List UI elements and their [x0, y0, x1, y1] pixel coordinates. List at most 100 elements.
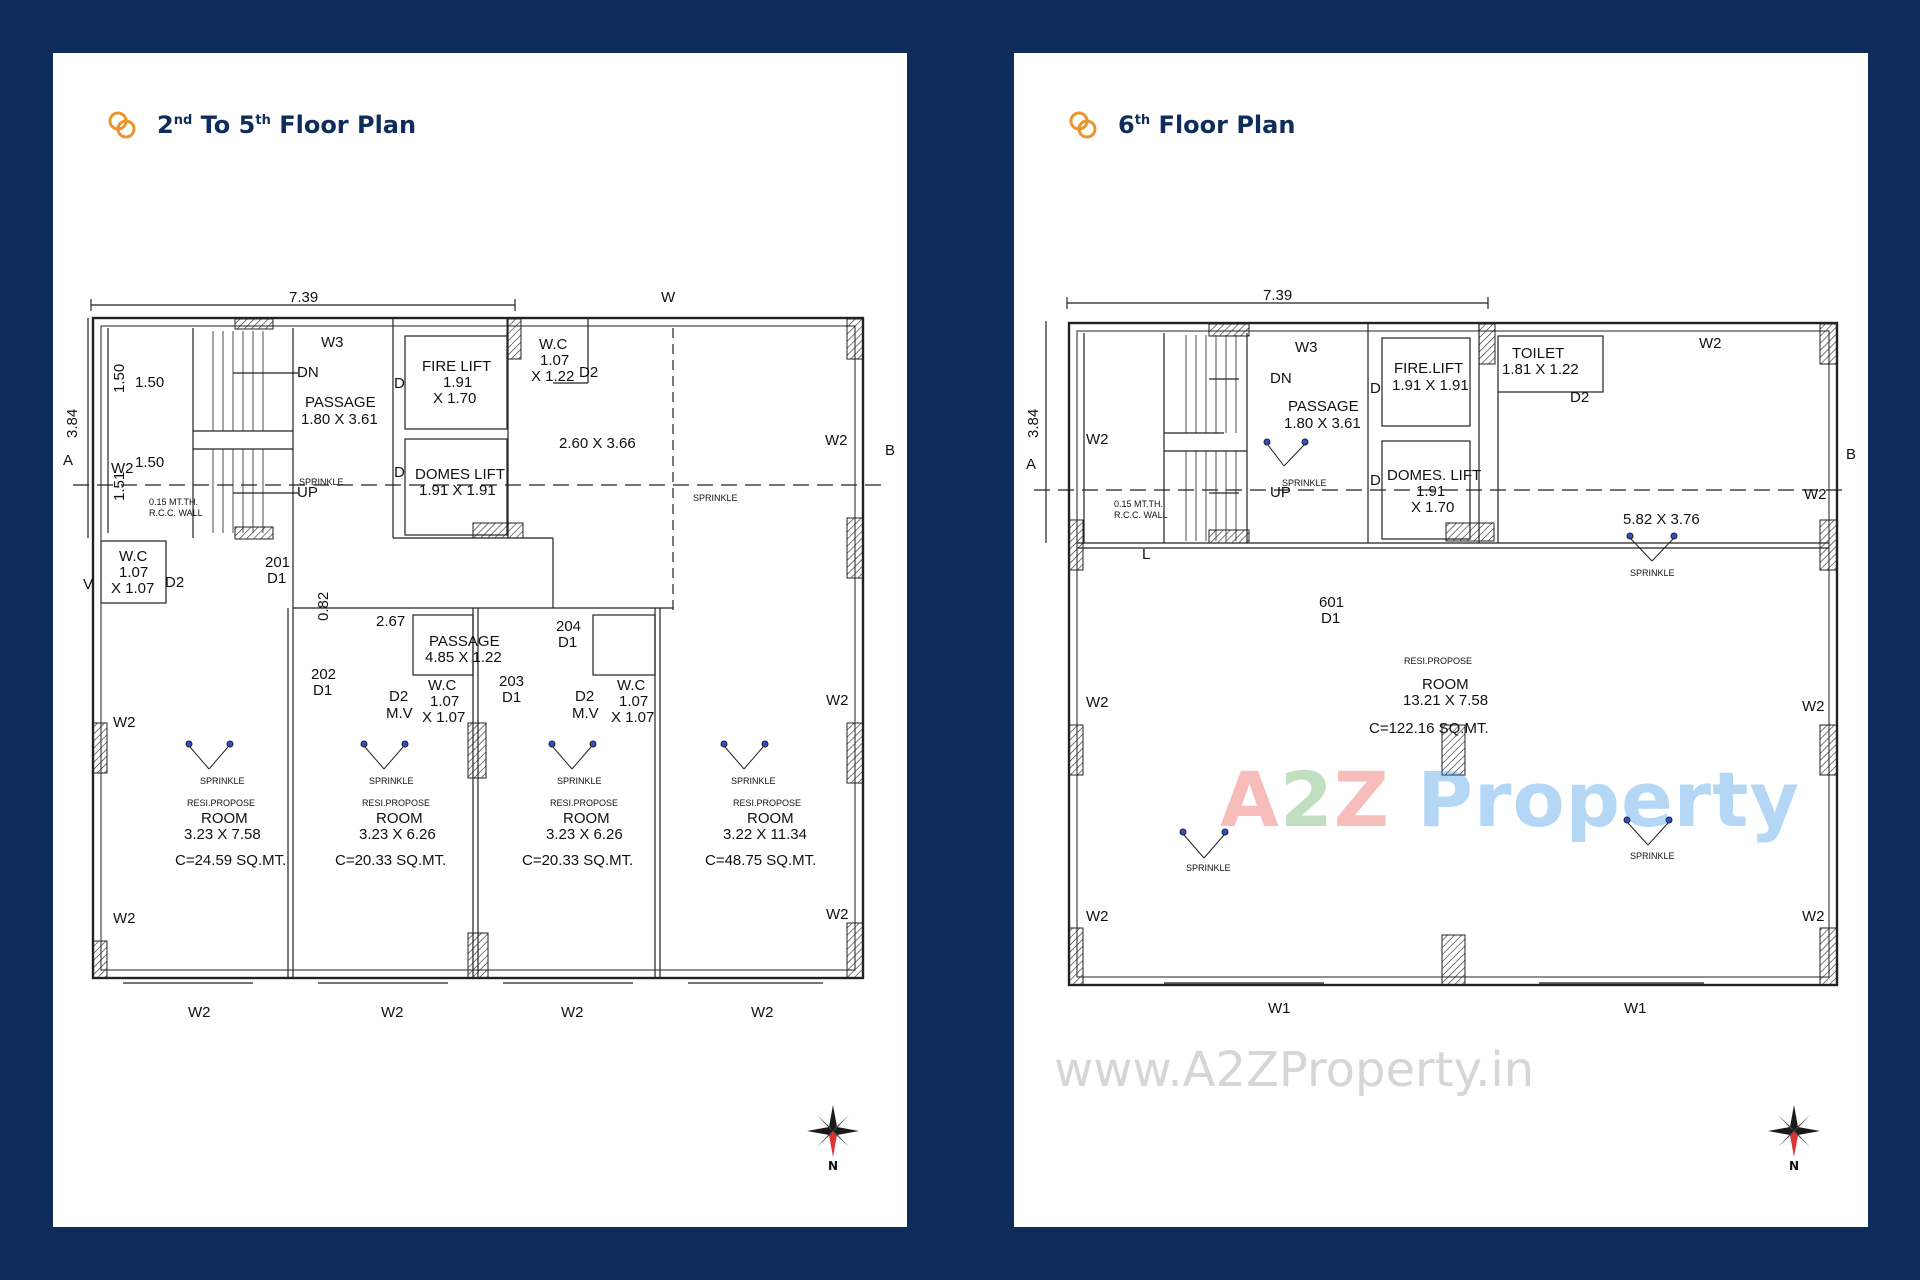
dim: 1.51: [111, 472, 128, 501]
room-dim: 13.21 X 7.58: [1403, 692, 1488, 709]
window-label: W2: [825, 432, 848, 449]
window-label: W2: [826, 692, 849, 709]
window-label: W2: [113, 910, 136, 927]
propose-label: RESI.PROPOSE: [550, 798, 618, 808]
dim-side: 3.84: [1025, 409, 1042, 438]
room-name: ROOM: [747, 810, 794, 827]
section-b: B: [885, 442, 895, 459]
door-label: D1: [1321, 610, 1340, 627]
sprinkle-label: SPRINKLE: [299, 477, 344, 487]
brand-rings-icon: [1069, 111, 1097, 139]
mv-label: M.V: [386, 705, 413, 722]
propose-label: RESI.PROPOSE: [733, 798, 801, 808]
brand-watermark: A2Z Property: [1220, 755, 1800, 844]
window-label: W2: [826, 906, 849, 923]
section-a: A: [1026, 456, 1036, 473]
room-dim: 3.23 X 6.26: [359, 826, 436, 843]
propose-label: RESI.PROPOSE: [362, 798, 430, 808]
window-label: W3: [1295, 339, 1318, 356]
passage-label: PASSAGE: [429, 633, 500, 650]
room-area: C=20.33 SQ.MT.: [335, 852, 446, 869]
dim-top: 7.39: [289, 289, 318, 306]
section-b: B: [1846, 446, 1856, 463]
plan-title: 6th Floor Plan: [1066, 105, 1295, 145]
wc-dim: X 1.07: [611, 709, 654, 726]
watermark-part: Z: [1333, 755, 1390, 844]
sprinkle-label: SPRINKLE: [693, 493, 738, 503]
sprinkle-label: SPRINKLE: [369, 776, 414, 786]
sprinkle-icon: [548, 740, 597, 770]
compass-n-label: N: [827, 1159, 839, 1173]
window-label: W2: [561, 1004, 584, 1021]
stair-up: UP: [1270, 484, 1291, 501]
vent-label: V: [83, 576, 93, 593]
passage-dim: 1.80 X 3.61: [301, 411, 378, 428]
title-sup: th: [1134, 113, 1151, 128]
watermark-part: A: [1220, 755, 1280, 844]
sprinkle-icon: [1179, 828, 1229, 859]
wc-dim: 1.07: [540, 352, 569, 369]
wall-note: R.C.C. WALL: [149, 508, 203, 518]
sprinkle-icon: [360, 740, 409, 770]
wc-label: W.C: [119, 548, 147, 565]
stair-dn: DN: [297, 364, 319, 381]
mv-label: M.V: [572, 705, 599, 722]
door-number: 204: [556, 618, 581, 635]
w-top: W: [661, 289, 676, 306]
sprinkle-label: SPRINKLE: [1282, 478, 1327, 488]
title-end: Floor Plan: [279, 111, 417, 139]
window-label: W2: [188, 1004, 211, 1021]
compass-n-label: N: [1788, 1159, 1800, 1173]
passage-dim: 1.80 X 3.61: [1284, 415, 1361, 432]
section-a: A: [63, 452, 73, 469]
sprinkle-label: SPRINKLE: [1630, 851, 1675, 861]
window-label: W3: [321, 334, 344, 351]
dim: 1.50: [135, 454, 164, 471]
window-label: W2: [1699, 335, 1722, 352]
floor-plan-drawing: [73, 299, 883, 984]
door-label: D: [1370, 472, 1381, 489]
door-number: 203: [499, 673, 524, 690]
door-label: D: [1370, 380, 1381, 397]
window-label: W2: [1802, 908, 1825, 925]
room-name: ROOM: [1422, 676, 1469, 693]
domes-lift-label: DOMES. LIFT: [1387, 467, 1481, 484]
room-area: C=48.75 SQ.MT.: [705, 852, 816, 869]
wc-label: W.C: [428, 677, 456, 694]
sprinkle-label: SPRINKLE: [200, 776, 245, 786]
title-mid: To 5: [200, 111, 256, 139]
room-dim: 3.23 X 6.26: [546, 826, 623, 843]
wc-dim: X 1.07: [422, 709, 465, 726]
room-dim: 3.22 X 11.34: [723, 826, 807, 843]
floor-plan-panel-2-to-5: 2nd To 5th Floor Plan: [53, 53, 907, 1227]
plan-title: 2nd To 5th Floor Plan: [105, 105, 416, 145]
sprinkle-icon: [1623, 816, 1673, 846]
passage-label: PASSAGE: [305, 394, 376, 411]
door-label: D1: [558, 634, 577, 651]
wc-dim: X 1.07: [111, 580, 154, 597]
door-number: 201: [265, 554, 290, 571]
sprinkle-label: SPRINKLE: [1186, 863, 1231, 873]
door-label: D2: [165, 574, 184, 591]
watermark-part: 2: [1279, 755, 1334, 844]
domes-lift-dim: X 1.70: [1411, 499, 1454, 516]
stair-dn: DN: [1270, 370, 1292, 387]
fire-lift-dim: 1.91 X 1.91: [1392, 377, 1469, 394]
wc-dim: 1.07: [119, 564, 148, 581]
door-label: D1: [267, 570, 286, 587]
sprinkle-label: SPRINKLE: [731, 776, 776, 786]
title-end: Floor Plan: [1158, 111, 1296, 139]
room-dim: 2.60 X 3.66: [559, 435, 636, 452]
sprinkle-label: SPRINKLE: [557, 776, 602, 786]
room-area: C=24.59 SQ.MT.: [175, 852, 286, 869]
room-name: ROOM: [563, 810, 610, 827]
door-label: D: [394, 464, 405, 481]
window-label: W2: [751, 1004, 774, 1021]
room-area: C=20.33 SQ.MT.: [522, 852, 633, 869]
wc-dim: 1.07: [619, 693, 648, 710]
fire-lift-dim: 1.91: [443, 374, 472, 391]
passage-label: PASSAGE: [1288, 398, 1359, 415]
compass-north-icon: N: [803, 1101, 863, 1181]
window-label: W2: [1804, 486, 1827, 503]
door-label: D2: [575, 688, 594, 705]
